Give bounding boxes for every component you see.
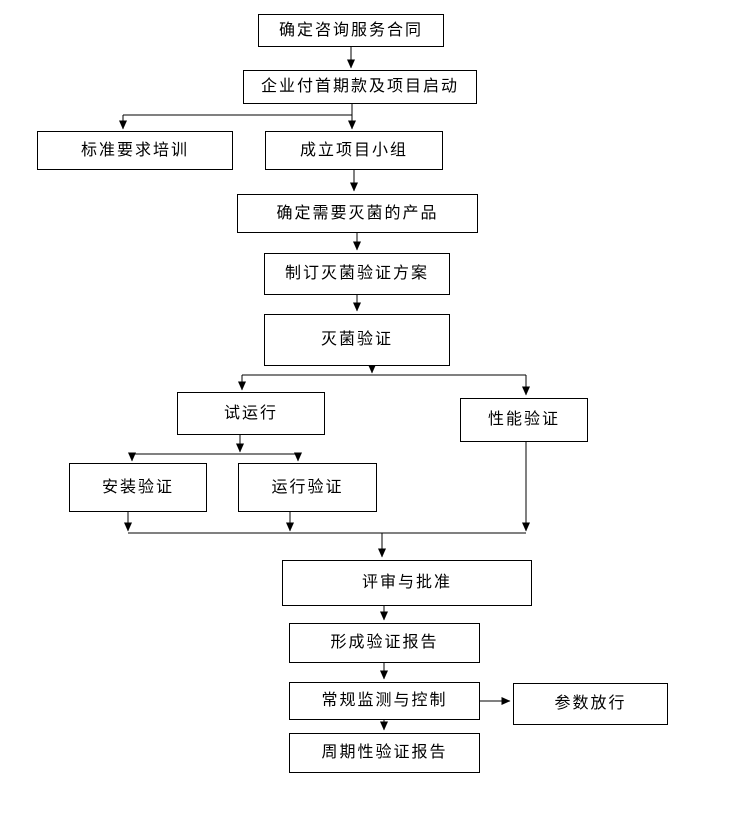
node-establish-project-team: 成立项目小组 [265, 131, 443, 170]
node-label: 周期性验证报告 [321, 744, 448, 761]
node-label: 试运行 [223, 404, 278, 422]
node-label: 企业付首期款及项目启动 [260, 78, 459, 95]
node-first-payment-project-start: 企业付首期款及项目启动 [243, 70, 477, 104]
node-validation-report: 形成验证报告 [289, 623, 480, 663]
node-installation-qualification: 安装验证 [69, 463, 207, 512]
node-review-and-approval: 评审与批准 [282, 560, 532, 606]
node-parametric-release: 参数放行 [513, 683, 668, 725]
node-label: 标准要求培训 [80, 141, 189, 159]
node-standard-requirements-training: 标准要求培训 [37, 131, 233, 170]
node-label: 形成验证报告 [330, 634, 439, 651]
node-determine-products-to-sterilize: 确定需要灭菌的产品 [237, 194, 478, 233]
node-periodic-validation-report: 周期性验证报告 [289, 733, 480, 773]
node-label: 常规监测与控制 [321, 692, 448, 709]
node-label: 灭菌验证 [320, 331, 393, 348]
node-sterilization-validation: 灭菌验证 [264, 314, 450, 366]
node-label: 成立项目小组 [299, 141, 408, 159]
node-routine-monitoring-control: 常规监测与控制 [289, 682, 480, 720]
node-determine-consulting-contract: 确定咨询服务合同 [258, 14, 444, 47]
flow-arrows [119, 47, 530, 731]
node-operation-qualification: 运行验证 [238, 463, 377, 512]
node-label: 确定咨询服务合同 [278, 21, 423, 39]
node-label: 制订灭菌验证方案 [284, 265, 429, 282]
node-label: 运行验证 [271, 478, 344, 496]
node-label: 参数放行 [554, 695, 627, 712]
node-label: 确定需要灭菌的产品 [276, 204, 439, 222]
node-label: 性能验证 [487, 411, 560, 428]
node-trial-run: 试运行 [177, 392, 325, 435]
node-label: 评审与批准 [361, 574, 452, 591]
node-performance-qualification: 性能验证 [460, 398, 588, 442]
node-develop-sterilization-validation-plan: 制订灭菌验证方案 [264, 253, 450, 295]
node-label: 安装验证 [101, 478, 174, 496]
